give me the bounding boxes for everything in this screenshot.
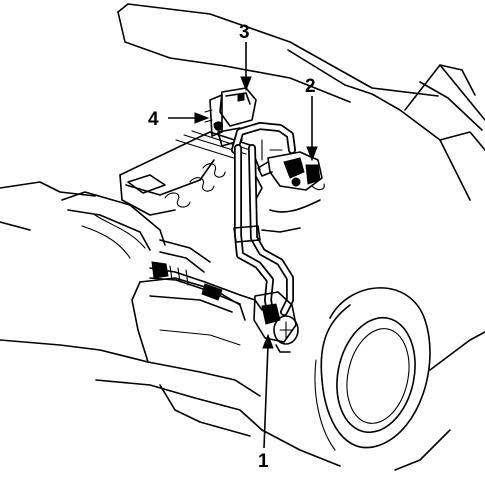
front-wheel	[314, 287, 431, 451]
engine-block	[61, 130, 321, 273]
cruise-cable-servo	[149, 261, 299, 353]
callouts	[168, 42, 318, 449]
car-body	[0, 3, 485, 471]
callout-1-label: 1	[258, 451, 269, 472]
vacuum-solenoid	[257, 151, 325, 191]
actuator-assembly	[204, 87, 257, 147]
arrow-head-icon	[194, 112, 210, 124]
callout-2-label: 2	[305, 76, 316, 97]
callout-1-leader	[263, 344, 269, 449]
arrow-head-icon	[306, 146, 318, 162]
callout-3-label: 3	[239, 22, 250, 43]
vacuum-tubes	[231, 122, 296, 316]
arrow-head-icon	[262, 333, 274, 349]
callout-4-label: 4	[148, 109, 159, 130]
arrow-head-icon	[240, 76, 252, 92]
